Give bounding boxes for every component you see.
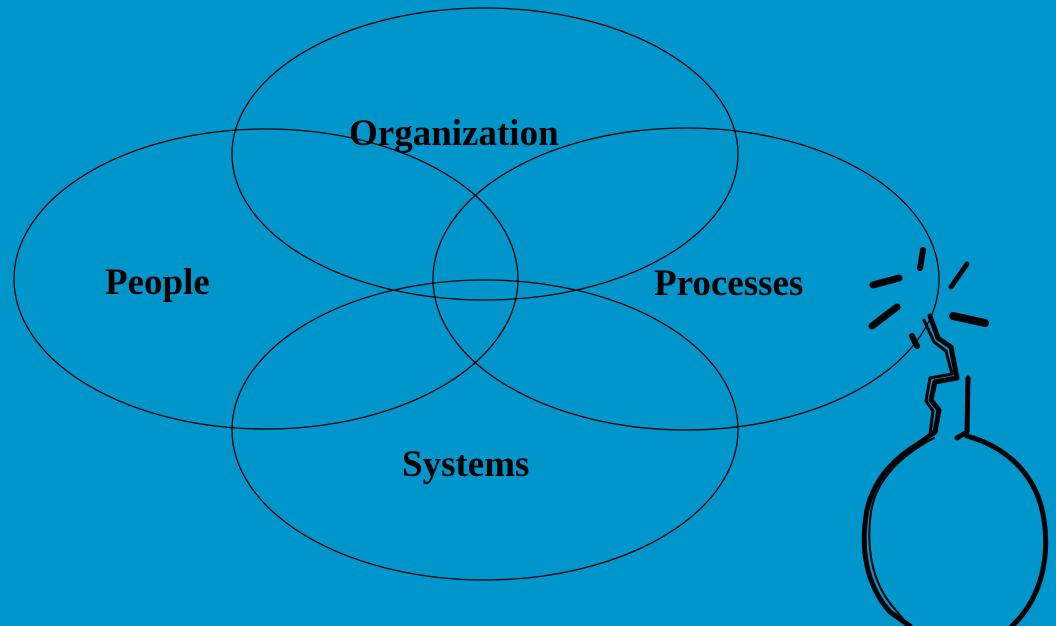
spark-ray [949,312,989,327]
bomb-fuse [927,313,960,435]
label-organization: Organization [349,113,559,154]
spark-ray [869,274,903,289]
spark-ray [868,303,901,330]
spark-ray [909,333,920,349]
spark-ray [948,261,970,290]
bomb-fuse-stroke [922,318,954,436]
spark-ray [917,247,926,271]
circle-people [13,128,519,430]
bomb-icon [861,247,1049,626]
circle-organization [231,7,739,301]
circle-processes [432,127,940,431]
bomb-body [861,429,1049,626]
bomb-body-inner [868,437,935,621]
label-processes: Processes [654,263,804,304]
label-people: People [105,262,210,303]
bomb-neck [954,375,971,441]
circle-systems [231,279,739,581]
label-systems: Systems [402,444,530,485]
